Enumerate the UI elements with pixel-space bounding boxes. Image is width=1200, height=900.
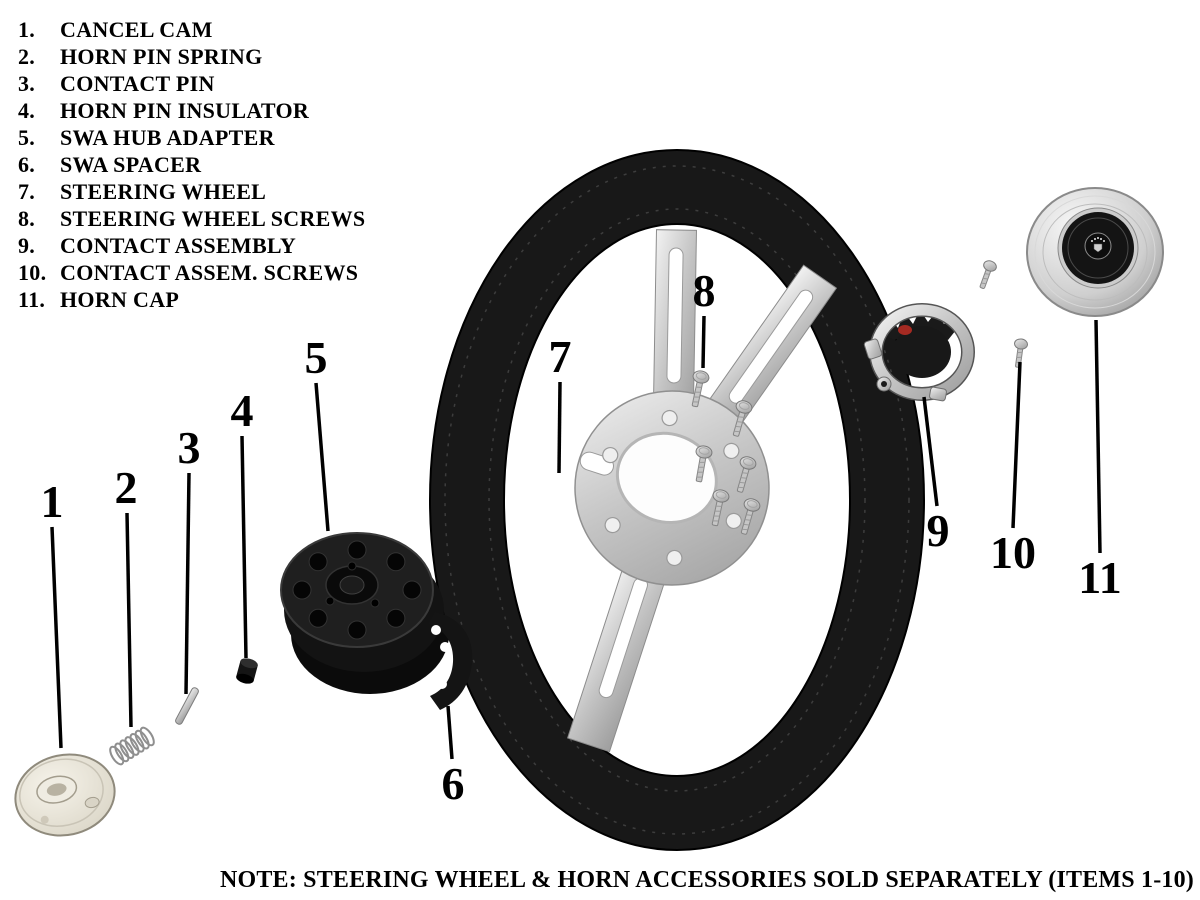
wheel-spokes: [567, 229, 838, 753]
horn-pin-spring-part: [109, 726, 155, 766]
leader-line-9: [922, 396, 939, 507]
callout-1: 1: [40, 476, 64, 527]
horn-pin-insulator-part: [236, 658, 258, 684]
part-number: 10.: [18, 260, 47, 285]
leader-line-7: [557, 381, 562, 474]
part-label: SWA SPACER: [60, 152, 202, 177]
footer-note: NOTE: STEERING WHEEL & HORN ACCESSORIES …: [219, 867, 1194, 893]
callout-9: 9: [926, 505, 950, 556]
leader-line-3: [184, 472, 191, 695]
parts-list-item: 11. HORN CAP: [18, 286, 365, 313]
part-label: STEERING WHEEL: [60, 179, 267, 204]
part-label: STEERING WHEEL SCREWS: [60, 206, 366, 231]
parts-list-item: 3. CONTACT PIN: [18, 70, 365, 97]
leader-line-4: [240, 435, 248, 659]
callout-10: 10: [990, 527, 1036, 578]
callout-11: 11: [1078, 552, 1122, 603]
leader-line-2: [125, 512, 133, 728]
part-number: 3.: [18, 71, 36, 96]
parts-list-item: 10. CONTACT ASSEM. SCREWS: [18, 259, 365, 286]
contact-assembly-screws-part: [975, 258, 1029, 369]
parts-list-item: 1. CANCEL CAM: [18, 16, 365, 43]
callout-5: 5: [304, 332, 328, 383]
part-label: CANCEL CAM: [60, 17, 213, 42]
callout-7: 7: [548, 331, 572, 382]
part-number: 6.: [18, 152, 36, 177]
callout-6: 6: [441, 758, 465, 809]
leader-line-5: [314, 382, 330, 532]
contact-assembly-part: [863, 303, 975, 402]
parts-list-item: 2. HORN PIN SPRING: [18, 43, 365, 70]
leader-line-11: [1094, 319, 1102, 554]
callout-2: 2: [114, 462, 138, 513]
part-label: CONTACT PIN: [60, 71, 215, 96]
part-number: 5.: [18, 125, 36, 150]
leader-line-10: [1011, 361, 1022, 529]
parts-list-item: 9. CONTACT ASSEMBLY: [18, 232, 365, 259]
leader-line-8: [701, 315, 706, 369]
callout-8: 8: [692, 265, 716, 316]
swa-spacer-part: [428, 612, 473, 710]
part-label: SWA HUB ADAPTER: [60, 125, 275, 150]
parts-list: 1. CANCEL CAM 2. HORN PIN SPRING 3. CONT…: [18, 16, 365, 313]
cancel-cam-part: [14, 753, 116, 837]
callout-4: 4: [230, 385, 254, 436]
part-number: 11.: [18, 287, 46, 312]
part-number: 4.: [18, 98, 36, 123]
parts-list-item: 5. SWA HUB ADAPTER: [18, 124, 365, 151]
parts-list-item: 6. SWA SPACER: [18, 151, 365, 178]
part-number: 1.: [18, 17, 36, 42]
callout-3: 3: [177, 422, 201, 473]
horn-cap-part: [1026, 187, 1164, 317]
leader-line-1: [50, 526, 63, 749]
parts-list-item: 8. STEERING WHEEL SCREWS: [18, 205, 365, 232]
parts-list-item: 7. STEERING WHEEL: [18, 178, 365, 205]
part-label: HORN PIN SPRING: [60, 44, 263, 69]
leader-line-6: [446, 705, 454, 760]
swa-hub-adapter-part: [280, 532, 449, 694]
part-number: 2.: [18, 44, 36, 69]
steering-wheel-part: [429, 149, 925, 851]
part-label: HORN CAP: [60, 287, 180, 312]
part-label: CONTACT ASSEM. SCREWS: [60, 260, 359, 285]
leader-lines: [50, 315, 1102, 760]
part-number: 8.: [18, 206, 36, 231]
part-number: 9.: [18, 233, 36, 258]
part-number: 7.: [18, 179, 36, 204]
contact-pin-part: [175, 687, 199, 725]
parts-list-item: 4. HORN PIN INSULATOR: [18, 97, 365, 124]
part-label: CONTACT ASSEMBLY: [60, 233, 297, 258]
part-label: HORN PIN INSULATOR: [60, 98, 310, 123]
